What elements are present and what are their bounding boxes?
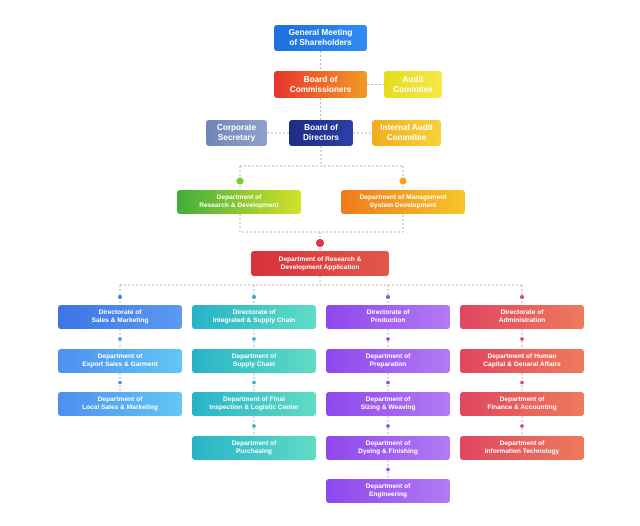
connector-dot-d-hc: [520, 337, 524, 341]
connector-dot-rnd: [236, 177, 244, 185]
connector-dot-d-local: [118, 380, 122, 385]
connector-dot-msd: [399, 177, 407, 185]
connector-dot-supply: [252, 295, 256, 299]
node-dir-sales: Directorate of Sales & Marketing: [58, 305, 182, 329]
node-d-purch: Department of Purchasing: [192, 436, 316, 460]
connector-dot-admin: [520, 295, 524, 299]
node-gms: General Meeting of Shareholders: [274, 25, 367, 51]
connector-dot-d-it: [520, 424, 524, 428]
node-d-it: Department of Information Technology: [460, 436, 584, 460]
node-d-export: Department of Export Sales & Garment: [58, 349, 182, 373]
node-d-dyeing: Department of Dyeing & Finishing: [326, 436, 450, 460]
connector-dot-d-final: [252, 380, 256, 385]
node-rnda: Department of Research & Development App…: [251, 251, 389, 276]
node-d-eng: Department of Engineering: [326, 479, 450, 503]
connector-dot-d-purch: [252, 424, 256, 428]
connector-dot-sales: [118, 295, 122, 299]
node-d-sizing: Department of Sizing & Weaving: [326, 392, 450, 416]
node-intaudit: Internal Audit Commitee: [372, 120, 441, 146]
node-d-final: Department of Final Inspection & Logisti…: [192, 392, 316, 416]
node-d-supply: Department of Supply Chain: [192, 349, 316, 373]
node-bod: Board of Directors: [289, 120, 353, 146]
connector-dot-prod: [386, 295, 390, 299]
node-d-local: Department of Local Sales & Marketing: [58, 392, 182, 416]
connector-dot-d-dyeing: [386, 424, 390, 428]
connector-dot-d-fin: [520, 380, 524, 385]
connector-dot-rnda: [316, 239, 324, 247]
node-boc: Board of Commissioners: [274, 71, 367, 98]
node-d-hc: Department of Human Capital & Genaral Af…: [460, 349, 584, 373]
node-msd: Department of Management System Developm…: [341, 190, 465, 214]
node-audit: Audit Commitee: [384, 71, 442, 98]
node-dir-admin: Directorate of Administration: [460, 305, 584, 329]
node-d-fin: Department of Finance & Accounting: [460, 392, 584, 416]
connector-dot-d-eng: [386, 467, 390, 472]
connector-dot-d-prep: [386, 337, 390, 341]
node-rnd: Department of Research & Development: [177, 190, 301, 214]
node-corpsec: Corporate Secretary: [206, 120, 267, 146]
connector-dot-d-sizing: [386, 380, 390, 385]
connector-dot-d-supply: [252, 337, 256, 341]
connector-rnd-down: [239, 214, 404, 233]
node-dir-supply: Directorate of Integrated & Supply Chain: [192, 305, 316, 329]
node-dir-prod: Directorate of Production: [326, 305, 450, 329]
node-d-prep: Department of Preparation: [326, 349, 450, 373]
connector-dot-d-export: [118, 337, 122, 341]
